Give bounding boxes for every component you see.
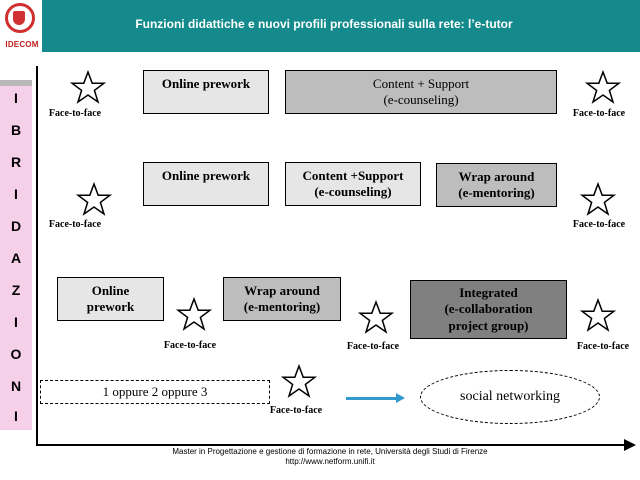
footer-link[interactable]: http://www.netform.unifi.it (285, 457, 375, 466)
idecom-logo: IDECOM (0, 0, 42, 52)
star-icon (176, 297, 212, 331)
online-prework-box: Online prework (57, 277, 164, 321)
online-prework-box: Online prework (143, 162, 269, 206)
side-letter: D (10, 218, 22, 234)
face-to-face-label: Face-to-face (48, 108, 102, 119)
online-prework-box: Online prework (143, 70, 269, 114)
face-to-face-label: Face-to-face (572, 219, 626, 230)
side-letter: I (14, 186, 18, 202)
star-icon (281, 364, 317, 398)
star-icon (358, 300, 394, 334)
side-letter: A (10, 250, 22, 266)
wrap-around-box: Wrap around (e-mentoring) (436, 163, 557, 207)
side-letter: Z (11, 282, 21, 298)
side-letter: I (14, 314, 18, 330)
face-to-face-label: Face-to-face (572, 108, 626, 119)
face-to-face-label: Face-to-face (346, 341, 400, 352)
side-letter: I (14, 408, 18, 424)
social-networking-ellipse: social networking (420, 370, 600, 424)
options-box: 1 oppure 2 oppure 3 (40, 380, 270, 404)
arrow-line (346, 397, 396, 400)
side-letter: I (14, 90, 18, 106)
vertical-axis (36, 66, 38, 446)
face-to-face-label: Face-to-face (269, 405, 323, 416)
wrap-around-box: Wrap around (e-mentoring) (223, 277, 341, 321)
face-to-face-label: Face-to-face (163, 340, 217, 351)
star-icon (580, 298, 616, 332)
side-letter: R (10, 154, 22, 170)
star-icon (580, 182, 616, 216)
side-letter: B (10, 122, 22, 138)
logo-ring-icon (5, 3, 35, 33)
star-icon (70, 70, 106, 104)
face-to-face-label: Face-to-face (576, 341, 630, 352)
content-support-box: Content +Support (e-counseling) (285, 162, 421, 206)
logo-mark-icon (13, 11, 25, 25)
side-bar-cap (0, 80, 32, 86)
integrated-box: Integrated (e-collaboration project grou… (410, 280, 567, 339)
axis-arrow-icon (624, 439, 636, 451)
slide-title: Funzioni didattiche e nuovi profili prof… (135, 17, 513, 31)
side-letter: N (10, 378, 22, 394)
star-icon (76, 182, 112, 216)
face-to-face-label: Face-to-face (48, 219, 102, 230)
star-icon (585, 70, 621, 104)
arrow-right-icon (396, 393, 405, 403)
footer: Master in Progettazione e gestione di fo… (80, 447, 580, 467)
content-support-box: Content + Support (e-counseling) (285, 70, 557, 114)
horizontal-axis (36, 444, 626, 446)
side-label-bar (0, 80, 32, 430)
footer-line-1: Master in Progettazione e gestione di fo… (172, 447, 488, 456)
header-bar: Funzioni didattiche e nuovi profili prof… (0, 0, 640, 52)
logo-text: IDECOM (5, 40, 39, 49)
side-letter: O (10, 346, 22, 362)
